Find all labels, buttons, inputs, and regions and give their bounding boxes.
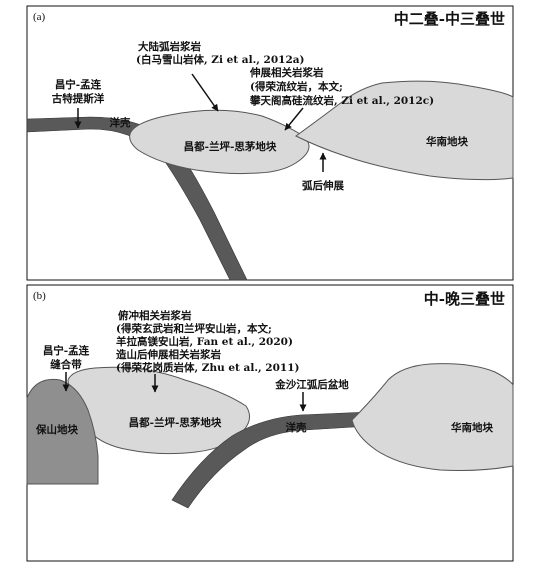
jinsha-label: 金沙江弧后盆地 <box>274 378 349 391</box>
baoshan-block <box>26 378 99 485</box>
arc-magma-line-2: (白马雪山岩体, Zi et al., 2012a) <box>136 53 305 66</box>
oceanic-crust-label-b: 洋壳 <box>286 421 307 434</box>
backarc-note: 弧后伸展 <box>302 152 344 192</box>
south-china-block-a <box>295 80 514 181</box>
arc-magma-note: 大陆弧岩浆岩 (白马雪山岩体, Zi et al., 2012a) <box>136 40 305 112</box>
suture-line-2: 缝合带 <box>50 358 82 371</box>
magma-note-line-4: 造山后伸展相关岩浆岩 <box>116 348 221 361</box>
south-china-label-b: 华南地块 <box>451 421 493 434</box>
extension-magma-note: 伸展相关岩浆岩 (得荣流纹岩，本文; 攀天阁高硅流纹岩, Zi et al., … <box>249 66 434 131</box>
ocean-line-2: 古特提斯洋 <box>52 92 105 105</box>
subduction-magma-note: 俯冲相关岩浆岩 (得荣玄武岩和兰坪安山岩，本文; 羊拉高镁安山岩, Fan et… <box>116 309 300 393</box>
panel-b-tag: (b) <box>33 290 46 302</box>
panel-b-title: 中-晚三叠世 <box>424 290 505 308</box>
south-china-block-b <box>351 363 514 471</box>
suture-note: 昌宁-孟连 缝合带 <box>43 344 90 392</box>
backarc-label: 弧后伸展 <box>302 179 344 192</box>
ext-magma-line-2: (得荣流纹岩，本文; <box>250 80 343 93</box>
magma-note-line-2: (得荣玄武岩和兰坪安山岩，本文; <box>116 322 272 335</box>
magma-note-line-3: 羊拉高镁安山岩, Fan et al., 2020) <box>116 335 293 348</box>
cdl-block-label-a: 昌都-兰坪-思茅地块 <box>184 140 277 153</box>
suture-line-1: 昌宁-孟连 <box>43 344 90 357</box>
ocean-note: 昌宁-孟连 古特提斯洋 <box>52 78 105 129</box>
oceanic-crust-label-a: 洋壳 <box>110 116 131 129</box>
arc-magma-arrow <box>191 73 219 112</box>
panel-a-title: 中二叠-中三叠世 <box>394 10 505 28</box>
ext-magma-arrow <box>284 107 304 131</box>
magma-note-line-5: (得荣花岗质岩体, Zhu et al., 2011) <box>116 361 300 374</box>
cdl-block-label-b: 昌都-兰坪-思茅地块 <box>129 416 222 429</box>
south-china-label-a: 华南地块 <box>426 135 468 148</box>
ext-magma-line-3: 攀天阁高硅流纹岩, Zi et al., 2012c) <box>249 94 434 107</box>
panel-a-tag: (a) <box>33 11 46 23</box>
magma-note-line-1: 俯冲相关岩浆岩 <box>118 309 192 322</box>
jinsha-note: 金沙江弧后盆地 <box>274 378 349 412</box>
ext-magma-line-1: 伸展相关岩浆岩 <box>249 66 324 79</box>
arc-magma-line-1: 大陆弧岩浆岩 <box>138 40 201 53</box>
ocean-line-1: 昌宁-孟连 <box>55 78 102 91</box>
cdl-block-a <box>129 109 310 175</box>
baoshan-label: 保山地块 <box>35 423 78 436</box>
